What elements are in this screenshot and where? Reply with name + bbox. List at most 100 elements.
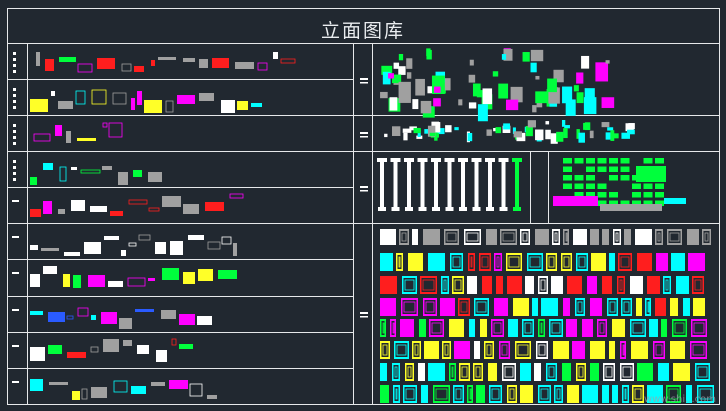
door-window-frame: [657, 232, 661, 242]
door-window-pane: [445, 231, 458, 243]
cad-block: [221, 100, 235, 113]
cad-block: [73, 275, 81, 288]
door-window-symbol: [380, 363, 387, 381]
cad-block: [207, 395, 217, 399]
column-base: [405, 207, 413, 211]
door-window-pane: [553, 231, 559, 243]
door-window-symbol: [687, 229, 699, 245]
door-window-frame: [540, 322, 543, 334]
door-window-pane: [621, 365, 633, 379]
door-window-pane: [400, 231, 408, 243]
door-window-symbol: [624, 229, 631, 245]
door-window-frame: [414, 344, 419, 356]
door-window-symbol: [647, 276, 660, 294]
door-window-pane: [402, 300, 417, 314]
tree-symbol: [382, 71, 391, 85]
door-window-symbol: [655, 298, 666, 316]
cad-block: [199, 59, 208, 68]
panel-symbol: [574, 175, 584, 181]
cad-block: [179, 314, 195, 325]
door-window-symbol: [408, 253, 423, 271]
door-window-symbol: [591, 253, 606, 271]
door-window-frame: [454, 279, 462, 291]
door-window-symbol: [572, 341, 585, 359]
cad-block: [30, 99, 48, 112]
door-window-pane: [618, 278, 624, 292]
panel-symbol: [586, 183, 595, 189]
door-window-pane: [528, 255, 542, 269]
door-window-frame: [565, 232, 568, 242]
decor-symbol: [427, 125, 436, 137]
door-window-symbol: [532, 298, 538, 316]
tree-symbol: [530, 49, 544, 62]
door-window-symbol: [683, 298, 690, 316]
cad-block: [91, 387, 107, 398]
decor-symbol: [564, 125, 570, 129]
cad-block: [162, 268, 179, 280]
column-capital: [458, 158, 468, 162]
door-window-frame: [622, 344, 625, 356]
door-window-frame: [493, 322, 502, 334]
door-window-pane: [633, 387, 643, 401]
cad-block: [72, 391, 80, 400]
door-window-symbol: [380, 276, 397, 294]
door-window-symbol: [428, 253, 445, 271]
door-window-pane: [696, 365, 709, 379]
cad-block: [199, 93, 214, 101]
door-window-pane: [521, 231, 529, 243]
door-window-frame: [470, 256, 473, 268]
cad-block-outline: [165, 100, 174, 113]
door-window-symbol: [400, 319, 414, 337]
door-window-pane: [667, 387, 680, 401]
door-window-frame: [609, 301, 616, 313]
door-window-frame: [674, 322, 685, 334]
door-window-frame: [693, 322, 705, 334]
door-window-symbol: [380, 229, 396, 245]
cad-block: [133, 170, 142, 177]
decor-symbol: [384, 133, 388, 138]
section-label-glyph: [360, 186, 368, 188]
tree-symbol: [503, 48, 513, 61]
panel-symbol: [563, 175, 572, 181]
tree-symbol: [434, 86, 441, 93]
tree-symbol: [406, 58, 413, 69]
cad-block: [205, 202, 224, 211]
door-window-pane: [631, 321, 645, 335]
panel-symbol: [597, 200, 607, 206]
door-window-pane: [691, 343, 706, 357]
door-window-frame: [692, 344, 705, 356]
door-window-frame: [517, 344, 529, 356]
door-window-pane: [492, 321, 503, 335]
cad-block: [58, 101, 73, 109]
door-window-frame: [508, 256, 520, 268]
tree-symbol: [398, 66, 406, 75]
row-labels-left: [12, 52, 19, 383]
panel-symbol: [597, 183, 607, 189]
decor-symbol: [535, 129, 544, 141]
decor-symbol: [402, 128, 412, 133]
panel-symbol: [609, 158, 618, 164]
door-window-symbol: [508, 319, 518, 337]
door-window-frame: [407, 366, 412, 378]
panel-symbol: [586, 166, 595, 172]
column-capital: [404, 158, 414, 162]
panel-symbol: [597, 158, 607, 164]
door-window-frame: [655, 344, 663, 356]
door-window-symbol: [647, 385, 663, 403]
decor-symbol: [417, 129, 421, 137]
door-window-symbol: [602, 229, 609, 245]
cad-block: [148, 172, 162, 182]
panel-symbol: [620, 175, 630, 181]
cad-block: [43, 266, 57, 274]
cad-block: [151, 60, 155, 66]
cad-block: [30, 311, 43, 315]
door-window-pane: [555, 387, 562, 401]
decor-symbol: [613, 133, 619, 139]
decor-symbol: [413, 127, 421, 134]
cad-block: [131, 98, 135, 110]
cad-block: [177, 95, 195, 104]
door-window-frame: [554, 232, 558, 242]
door-window-pane: [394, 387, 399, 401]
decor-symbol: [627, 129, 635, 135]
tree-symbol: [398, 81, 411, 103]
